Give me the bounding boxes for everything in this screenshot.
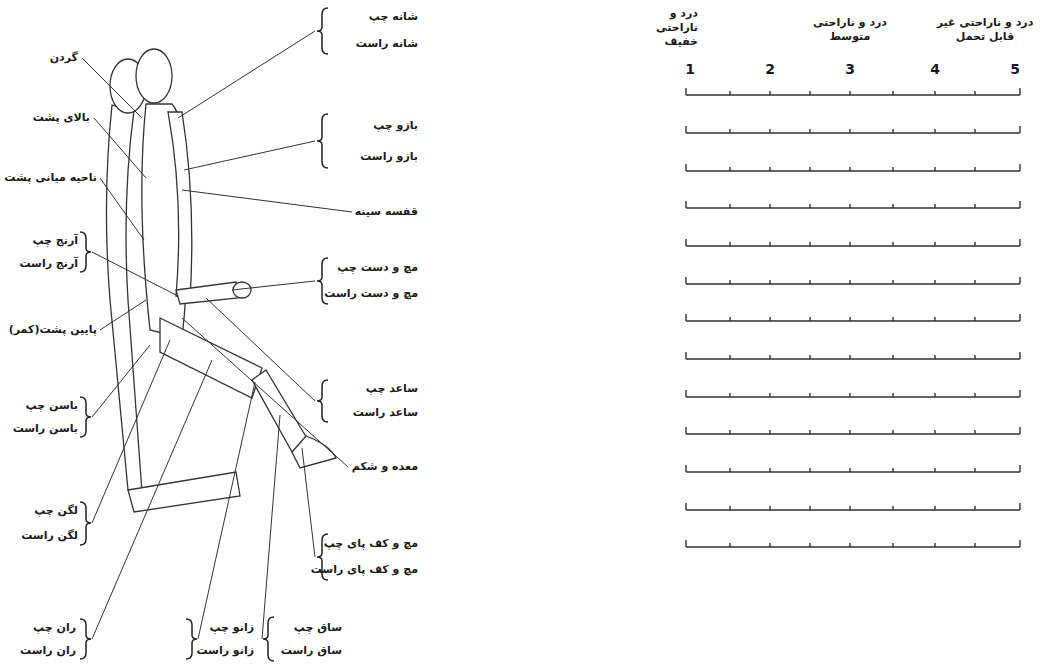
body-part-label: ران راست bbox=[20, 644, 76, 658]
chair-back bbox=[106, 105, 142, 492]
thigh bbox=[160, 318, 262, 398]
forearm bbox=[176, 282, 238, 304]
bracket bbox=[80, 397, 91, 437]
leader-line bbox=[178, 31, 315, 118]
bracket bbox=[80, 619, 91, 659]
scale-line bbox=[686, 239, 1020, 246]
bracket bbox=[317, 114, 328, 168]
body-part-label: پایین پشت(کمر) bbox=[9, 323, 97, 337]
scale-line bbox=[686, 164, 1020, 171]
leader-line bbox=[206, 298, 315, 401]
leader-line bbox=[182, 190, 352, 212]
scale-number: 4 bbox=[924, 61, 946, 79]
brackets bbox=[80, 8, 328, 661]
body-part-label: ساق راست bbox=[281, 644, 342, 658]
body-part-label: لگن راست bbox=[21, 529, 78, 543]
body-part-label: لگن چپ bbox=[34, 504, 78, 518]
scale-line bbox=[686, 540, 1020, 547]
body-part-label: آرنج چپ bbox=[32, 234, 78, 248]
leader-line bbox=[302, 448, 315, 557]
leader-line bbox=[262, 415, 280, 639]
scale-number: 2 bbox=[759, 61, 781, 79]
bracket bbox=[80, 502, 91, 545]
shin bbox=[252, 370, 308, 452]
body-part-label: مچ و کف پای چپ bbox=[324, 537, 418, 551]
bracket bbox=[317, 380, 328, 422]
seated-figure bbox=[106, 49, 336, 512]
leader-lines bbox=[82, 31, 352, 639]
scale-heading: درد و ناراحتی خفیف bbox=[636, 7, 698, 48]
body-part-label: مچ و دست راست bbox=[324, 287, 418, 301]
scale-heading: درد و ناراحتی متوسط bbox=[804, 16, 896, 44]
scale-line bbox=[686, 465, 1020, 472]
leader-line bbox=[92, 345, 150, 417]
body-part-label: ران چپ bbox=[33, 621, 76, 635]
scale-number: 3 bbox=[839, 61, 861, 79]
scale-line bbox=[686, 201, 1020, 208]
leader-line bbox=[198, 382, 255, 639]
scale-line bbox=[686, 314, 1020, 321]
body-part-label: ساعد راست bbox=[353, 406, 418, 420]
leader-line bbox=[92, 252, 178, 296]
leader-line bbox=[94, 118, 146, 178]
body-part-label: شانه چپ bbox=[369, 10, 418, 24]
body-part-label: بازو چپ bbox=[373, 119, 418, 133]
scale-line bbox=[686, 277, 1020, 284]
leader-line bbox=[182, 318, 348, 467]
body-part-label: ناحیه میانی پشت bbox=[4, 171, 97, 185]
scale-line bbox=[686, 503, 1020, 510]
leader-line bbox=[100, 300, 146, 330]
body-part-label: مچ و کف پای راست bbox=[311, 563, 418, 577]
head-front bbox=[136, 49, 172, 103]
bracket bbox=[263, 617, 274, 661]
scale-line bbox=[686, 427, 1020, 434]
upper-arm bbox=[168, 112, 192, 300]
body-part-label: زانو چپ bbox=[209, 621, 254, 635]
scale-line bbox=[686, 126, 1020, 133]
leader-line bbox=[232, 281, 315, 290]
scale-line bbox=[686, 88, 1020, 95]
body-part-label: باسن راست bbox=[13, 422, 78, 436]
leader-line bbox=[82, 58, 142, 118]
body-part-label: مچ و دست چپ bbox=[337, 261, 418, 275]
body-part-label: زانو راست bbox=[196, 644, 254, 658]
body-part-label: شانه راست bbox=[356, 37, 418, 51]
body-part-label: معده و شکم bbox=[352, 460, 418, 474]
foot bbox=[292, 436, 336, 468]
body-part-label: ساق چپ bbox=[294, 621, 342, 635]
bracket bbox=[317, 8, 328, 54]
body-part-label: آرنج راست bbox=[19, 257, 78, 271]
bracket bbox=[186, 619, 197, 659]
leader-line bbox=[92, 360, 212, 639]
body-part-label: قفسه سینه bbox=[355, 205, 418, 219]
scale-line bbox=[686, 390, 1020, 397]
body-part-label: باسن چپ bbox=[26, 399, 78, 413]
scale-number: 1 bbox=[679, 61, 701, 79]
scale-number: 5 bbox=[1004, 61, 1026, 79]
leader-line bbox=[184, 141, 315, 170]
scale-line bbox=[686, 352, 1020, 359]
leader-line bbox=[100, 178, 144, 240]
rating-scale bbox=[686, 88, 1020, 547]
body-part-label: بالای پشت bbox=[33, 111, 90, 125]
body-part-label: بازو راست bbox=[360, 150, 418, 164]
chair-seat bbox=[128, 472, 240, 512]
scale-heading: درد و ناراحتی غیر قابل تحمل bbox=[935, 16, 1035, 44]
leader-line bbox=[92, 340, 170, 523]
body-part-label: ساعد چپ bbox=[366, 382, 418, 396]
bracket bbox=[80, 232, 91, 272]
body-part-label: گردن bbox=[50, 51, 78, 65]
